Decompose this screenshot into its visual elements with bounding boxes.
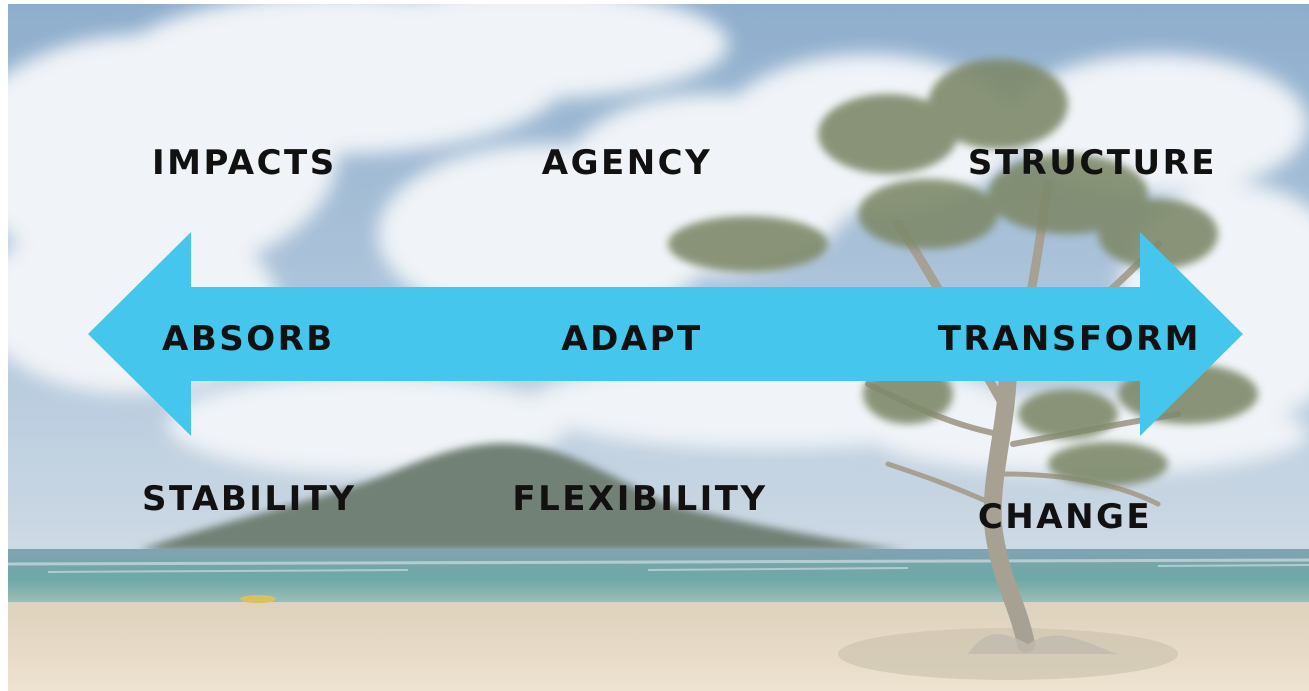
label-transform: TRANSFORM	[937, 319, 1201, 359]
label-agency: AGENCY	[541, 143, 713, 183]
diagram-frame: IMPACTS AGENCY STRUCTURE ABSORB ADAPT TR…	[8, 4, 1309, 691]
beach-background-photo	[8, 4, 1309, 691]
label-flexibility: FLEXIBILITY	[512, 479, 768, 519]
label-structure: STRUCTURE	[967, 143, 1217, 183]
label-stability: STABILITY	[142, 479, 357, 519]
double-headed-arrow	[88, 232, 1243, 436]
label-absorb: ABSORB	[162, 319, 335, 359]
island	[138, 443, 908, 551]
label-impacts: IMPACTS	[152, 143, 337, 183]
label-change: CHANGE	[977, 497, 1153, 537]
sea	[8, 549, 1309, 609]
tree-foliage	[668, 59, 1258, 486]
label-adapt: ADAPT	[561, 319, 703, 359]
